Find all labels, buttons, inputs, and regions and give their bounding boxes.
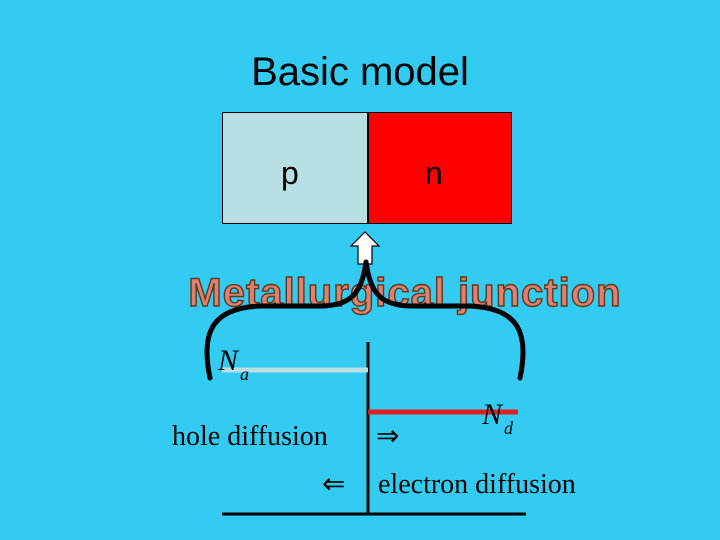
p-region-label: p [281,155,299,191]
right-double-arrow-icon: ⇒ [376,421,400,452]
left-double-arrow-icon: ⇐ [322,469,346,500]
slide-title: Basic model [251,50,469,94]
n-region-label: n [425,155,443,191]
n-type-region: n [368,112,512,224]
nd-subscript: d [504,418,514,438]
up-arrow-icon [349,231,381,265]
p-type-region: p [222,112,368,224]
na-symbol: N [218,344,239,377]
electron-diffusion-label: electron diffusion [378,469,576,500]
na-subscript: a [240,364,250,384]
nd-symbol: N [482,398,503,431]
hole-diffusion-label: hole diffusion [172,421,328,452]
curly-brace-icon [204,259,526,381]
